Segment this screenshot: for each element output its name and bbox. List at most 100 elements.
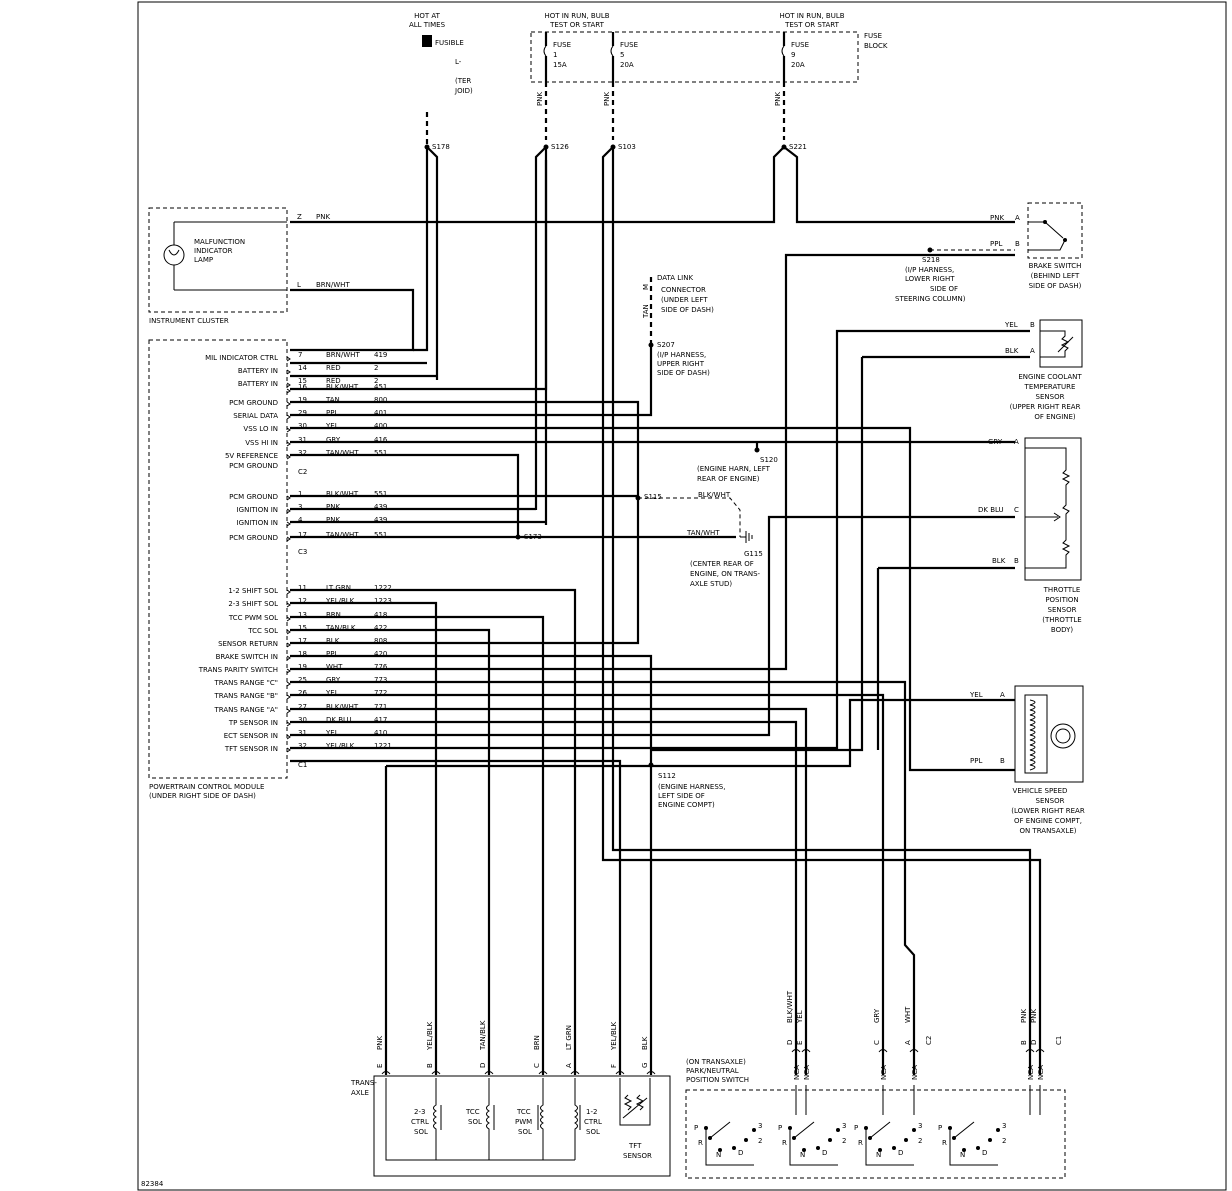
svg-text:5: 5 bbox=[620, 51, 624, 59]
sol-23-label-3: SOL bbox=[414, 1128, 428, 1136]
transaxle-pin-wire: BLK bbox=[641, 1036, 649, 1050]
solenoid-tcc-pwm-icon bbox=[537, 1078, 544, 1160]
pcm-row-circuit: 451 bbox=[374, 383, 387, 391]
g115-label-2: ENGINE, ON TRANS- bbox=[690, 570, 761, 578]
sol-12-label-2: CTRL bbox=[584, 1118, 602, 1126]
splice-s207: S207 bbox=[657, 341, 675, 349]
connector-terminal-icon bbox=[286, 427, 291, 433]
vss-box bbox=[1014, 685, 1084, 783]
vss-label-4: OF ENGINE COMPT, bbox=[1014, 817, 1082, 825]
tp-pin-b: B bbox=[1014, 557, 1019, 565]
sol-pwm-label-1: TCC bbox=[516, 1108, 531, 1116]
connector-terminal-icon bbox=[286, 508, 291, 514]
pcm-row: PCM GROUND bbox=[229, 462, 278, 470]
transaxle-pin: ALT GRN bbox=[565, 1025, 580, 1075]
pcm-row-label: ECT SENSOR IN bbox=[224, 732, 278, 740]
pcm-row-circuit: 771 bbox=[374, 703, 387, 711]
pcm-row-pin: 11 bbox=[298, 584, 307, 592]
g115-wire: TAN/WHT bbox=[686, 529, 720, 537]
pcm-row-label: VSS HI IN bbox=[245, 439, 278, 447]
tp-label-2: POSITION bbox=[1045, 596, 1078, 604]
pcm-row-pin: 31 bbox=[298, 436, 307, 444]
pcm-row-wire: TAN/WHT bbox=[325, 531, 359, 539]
connector-terminal-icon bbox=[286, 589, 291, 595]
pos-3: 3 bbox=[1002, 1122, 1006, 1130]
connector-terminal-icon bbox=[381, 1071, 391, 1075]
connector-terminal-icon bbox=[286, 721, 291, 727]
pcm-row-wire: TAN/WHT bbox=[325, 449, 359, 457]
fuse-1: FUSE 1 15A bbox=[543, 32, 571, 82]
page-frame bbox=[137, 1, 1227, 1191]
pos-r: R bbox=[782, 1139, 787, 1147]
ect-label-3: SENSOR bbox=[1036, 393, 1065, 401]
thermistor-icon bbox=[1040, 330, 1074, 358]
vss-wire-b: PPL bbox=[970, 757, 982, 765]
pcm-row-wire: BLK bbox=[326, 637, 340, 645]
pcm-row-pin: 19 bbox=[298, 396, 307, 404]
svg-text:FUSE: FUSE bbox=[553, 41, 571, 49]
mil-label-2: INDICATOR bbox=[194, 247, 233, 255]
pcm-row-circuit: 439 bbox=[374, 516, 387, 524]
svg-text:20A: 20A bbox=[620, 61, 634, 69]
pcm-row-label: TRANS RANGE "A" bbox=[214, 706, 278, 714]
pos-d: D bbox=[822, 1149, 827, 1157]
pcm-row-circuit: 551 bbox=[374, 449, 387, 457]
pnp-nca-label: NCA bbox=[793, 1065, 801, 1080]
pcm-row-label: SENSOR RETURN bbox=[218, 640, 278, 648]
pcm-row-label: 1-2 SHIFT SOL bbox=[228, 587, 278, 595]
tft-label-2: SENSOR bbox=[623, 1152, 652, 1160]
pos-n: N bbox=[800, 1151, 805, 1159]
pos-2: 2 bbox=[842, 1137, 846, 1145]
tp-label-3: SENSOR bbox=[1048, 606, 1077, 614]
pcm-row-pin: 32 bbox=[298, 449, 307, 457]
sol-12-label-3: SOL bbox=[586, 1128, 600, 1136]
pnp-pin-wire: GRY bbox=[873, 1008, 881, 1023]
vss-wire-a: YEL bbox=[969, 691, 983, 699]
svg-text:20A: 20A bbox=[791, 61, 805, 69]
brake-switch-box bbox=[1027, 202, 1083, 259]
s112-label-1: (ENGINE HARNESS, bbox=[658, 783, 725, 791]
splice-s178: S178 bbox=[432, 143, 450, 151]
pnp-nca-label: NCA bbox=[911, 1065, 919, 1080]
transaxle-box bbox=[373, 1075, 671, 1177]
splice-s120: S120 bbox=[760, 456, 778, 464]
pcm-row-wire: LT GRN bbox=[326, 584, 351, 592]
brake-label-1: BRAKE SWITCH bbox=[1029, 262, 1082, 270]
pcm-row-label: PCM GROUND bbox=[229, 534, 278, 542]
pcm-row-circuit: 420 bbox=[374, 650, 387, 658]
sol-pwm-label-2: PWM bbox=[515, 1118, 532, 1126]
pos-n: N bbox=[960, 1151, 965, 1159]
connector-terminal-icon bbox=[286, 708, 291, 714]
pnp-pin-letter: E bbox=[796, 1041, 804, 1045]
pcm-row-circuit: 776 bbox=[374, 663, 388, 671]
sol-23-label-2: CTRL bbox=[411, 1118, 429, 1126]
instrument-cluster-label: INSTRUMENT CLUSTER bbox=[149, 317, 229, 325]
vss-coil-icon bbox=[1024, 694, 1076, 774]
transaxle-pin-letter: A bbox=[565, 1063, 573, 1068]
pcm-row-wire: RED bbox=[326, 364, 341, 372]
ic-pin-z: Z bbox=[297, 213, 302, 221]
brake-wire-b: PPL bbox=[990, 240, 1002, 248]
pcm-row-wire: GRY bbox=[326, 436, 341, 444]
svg-text:9: 9 bbox=[791, 51, 795, 59]
pcm-row-circuit: 551 bbox=[374, 490, 387, 498]
pcm-row-label: TCC SOL bbox=[247, 627, 278, 635]
brake-label-2: (BEHIND LEFT bbox=[1031, 272, 1080, 280]
pnp-pin-letter: A bbox=[904, 1040, 912, 1045]
svg-text:FUSE: FUSE bbox=[620, 41, 638, 49]
connector-terminal-icon bbox=[286, 382, 291, 388]
pcm-row-pin: 26 bbox=[298, 689, 307, 697]
transaxle-pin-wire: YEL/BLK bbox=[426, 1021, 434, 1051]
ect-label-5: OF ENGINE) bbox=[1034, 413, 1076, 421]
pos-2: 2 bbox=[1002, 1137, 1006, 1145]
